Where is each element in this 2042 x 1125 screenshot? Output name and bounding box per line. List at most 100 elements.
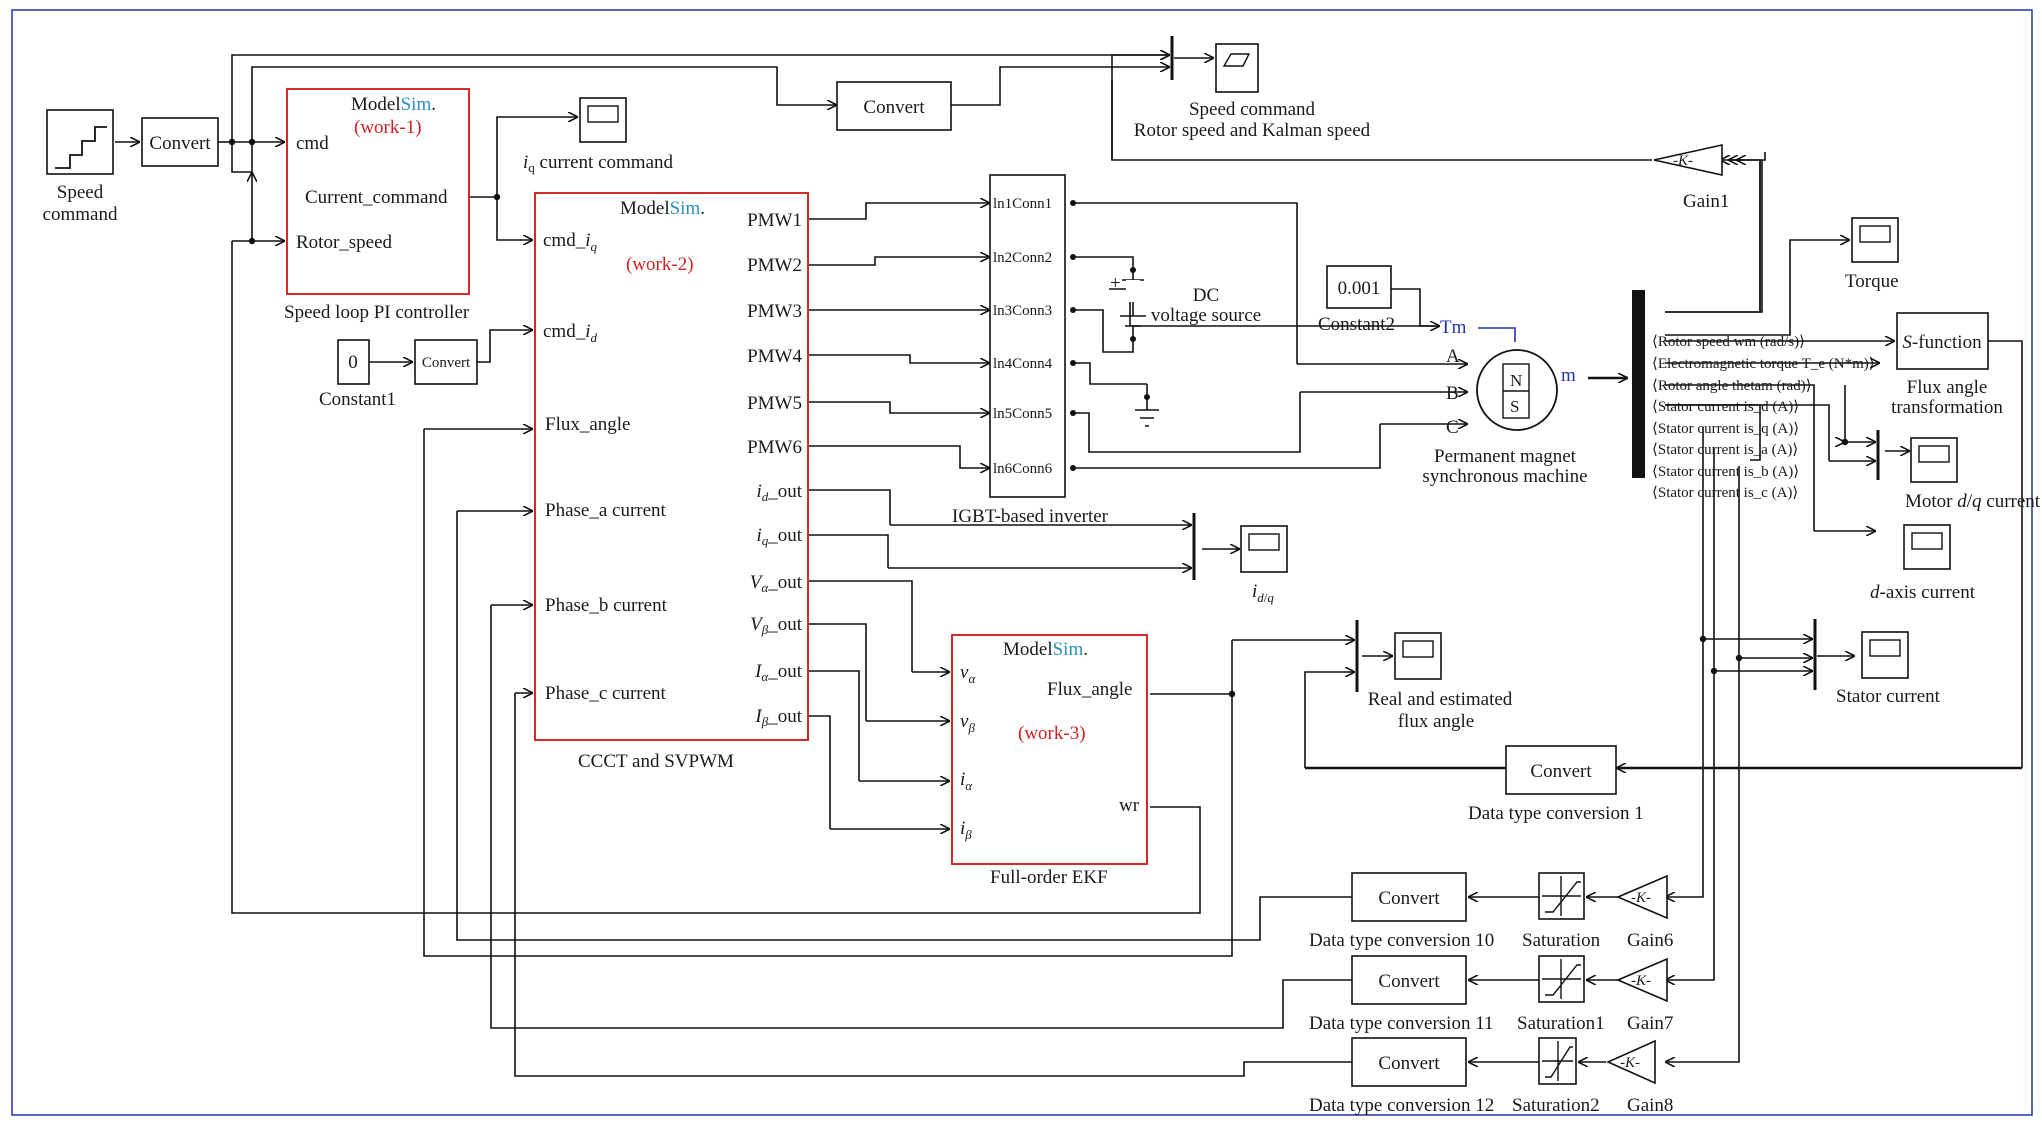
gain6-k: -K- [1631, 890, 1651, 906]
gain7-block[interactable] [1615, 957, 1668, 1003]
d-axis-scope[interactable] [1903, 524, 1951, 570]
speed-command-block[interactable] [46, 109, 114, 175]
stator-current-scope[interactable] [1861, 631, 1909, 679]
work3-tag: (work-3) [1018, 723, 1086, 744]
dc-caption-line1: DC [1193, 285, 1219, 306]
saturation1-block[interactable] [1538, 955, 1585, 1003]
convert-dtc12-label: Convert [1378, 1053, 1440, 1074]
convert-dtc1-label: Convert [1530, 761, 1592, 782]
work2-input-phase-b: Phase_b current [545, 595, 668, 616]
bus-signal-0: ⟨Rotor speed wm (rad/s)⟩ [1652, 334, 1805, 350]
sfunction-block[interactable] [1896, 312, 1989, 370]
pmsm-tm-port: Tm [1440, 317, 1467, 338]
work2-output-valpha: Vα_out [750, 572, 803, 595]
bus-signal-7: ⟨Stator current is_c (A)⟩ [1652, 485, 1798, 501]
idq-scope-label: id/q [1252, 581, 1274, 605]
sfunction-caption-line2: transformation [1891, 397, 2003, 418]
torque-scope[interactable] [1851, 217, 1899, 263]
pmsm-caption-line2: synchronous machine [1422, 466, 1587, 487]
dc-voltage-source[interactable] [1120, 280, 1146, 327]
saturation2-block[interactable] [1538, 1037, 1577, 1085]
work2-input-flux-angle: Flux_angle [545, 414, 631, 435]
constant2-block[interactable] [1326, 265, 1392, 309]
bus-signal-labels: ⟨Rotor speed wm (rad/s)⟩ ⟨Electromagneti… [1652, 334, 1875, 501]
modelsim-work3-block[interactable] [951, 634, 1148, 865]
speed-command-line1: Speed [57, 182, 104, 203]
work2-output-pmw3: PMW3 [747, 301, 802, 322]
gain1-block[interactable] [1653, 144, 1723, 176]
pmsm-n: N [1510, 371, 1522, 390]
saturation2-caption: Saturation2 [1512, 1095, 1600, 1116]
pmsm-block[interactable] [1476, 349, 1558, 431]
constant1-block[interactable] [337, 339, 370, 385]
convert-dtc12-block[interactable] [1351, 1037, 1467, 1087]
work2-input-cmd-id: cmd_id [543, 321, 598, 345]
work2-output-pmw5: PMW5 [747, 393, 802, 414]
convert-block-1[interactable] [141, 117, 219, 167]
bus-signal-4: ⟨Stator current is_q (A)⟩ [1652, 421, 1799, 437]
work2-output-pmw2: PMW2 [747, 255, 802, 276]
saturation0-block[interactable] [1538, 872, 1585, 920]
convert-label-3: Convert [422, 355, 471, 371]
gain6-block[interactable] [1615, 874, 1668, 920]
constant1-value: 0 [348, 352, 358, 373]
bus-signal-6: ⟨Stator current is_b (A)⟩ [1652, 464, 1799, 480]
work2-output-ialpha: Iα_out [754, 661, 803, 684]
motor-dq-scope[interactable] [1910, 437, 1958, 483]
work3-output-flux-angle: Flux_angle [1047, 679, 1133, 700]
convert-dtc10-block[interactable] [1351, 872, 1467, 922]
work1-input-rotor-speed: Rotor_speed [296, 232, 393, 253]
inverter-port-4: ln4Conn4 [993, 356, 1053, 372]
flux-scope-line2: flux angle [1398, 711, 1475, 732]
convert-block-3[interactable] [414, 339, 478, 385]
inverter-port-3: ln3Conn3 [993, 303, 1052, 319]
work2-output-id: id_out [756, 481, 802, 504]
work2-caption: CCCT and SVPWM [578, 751, 734, 772]
pmsm-s: S [1510, 397, 1519, 416]
speed-command-line2: command [43, 204, 118, 225]
iq-scope[interactable] [579, 97, 627, 143]
gain1-caption: Gain1 [1683, 191, 1729, 212]
idq-scope[interactable] [1240, 525, 1288, 573]
d-axis-label: d-axis current [1870, 582, 1976, 603]
stator-scope-label: Stator current [1836, 686, 1941, 707]
gain7-caption: Gain7 [1627, 1013, 1673, 1034]
figure-border [11, 9, 2033, 1116]
igbt-inverter-block[interactable] [989, 174, 1066, 498]
signal-wires [115, 55, 2023, 1077]
sfunction-label: S-function [1902, 332, 1982, 353]
convert-dtc1-block[interactable] [1505, 745, 1617, 795]
constant2-caption: Constant2 [1318, 314, 1395, 335]
flux-angle-scope[interactable] [1394, 632, 1442, 680]
work2-input-phase-c: Phase_c current [545, 683, 667, 704]
work3-caption: Full-order EKF [990, 867, 1108, 888]
inverter-caption: IGBT-based inverter [952, 506, 1109, 527]
modelsim-work1-block[interactable] [286, 88, 470, 295]
dtc10-caption: Data type conversion 10 [1309, 930, 1494, 951]
modelsim-work2-block[interactable] [534, 192, 809, 741]
inverter-port-dots [1070, 200, 1150, 471]
speed-scope-line1: Speed command [1189, 99, 1316, 120]
work2-tag: (work-2) [626, 254, 694, 275]
flux-scope-line1: Real and estimated [1368, 689, 1513, 710]
gain8-block[interactable] [1606, 1039, 1656, 1085]
speed-scope[interactable] [1215, 43, 1259, 93]
work2-output-iq: iq_out [756, 525, 802, 548]
bus-selector [1632, 290, 1645, 478]
sfunction-caption-line1: Flux angle [1907, 377, 1988, 398]
work1-input-cmd: cmd [296, 133, 329, 154]
convert-dtc11-block[interactable] [1351, 955, 1467, 1005]
motor-dq-label: Motor d/q current [1905, 491, 2041, 512]
inverter-port-2: ln2Conn2 [993, 250, 1052, 266]
bus-signal-3: ⟨Stator current is_d (A)⟩ [1652, 399, 1799, 415]
convert-block-2[interactable] [836, 81, 952, 131]
work2-output-pmw4: PMW4 [747, 346, 802, 367]
work1-tag: (work-1) [354, 117, 422, 138]
modelsim-title-1: ModelSim. [351, 94, 436, 115]
pmsm-m-port: m [1561, 365, 1576, 386]
